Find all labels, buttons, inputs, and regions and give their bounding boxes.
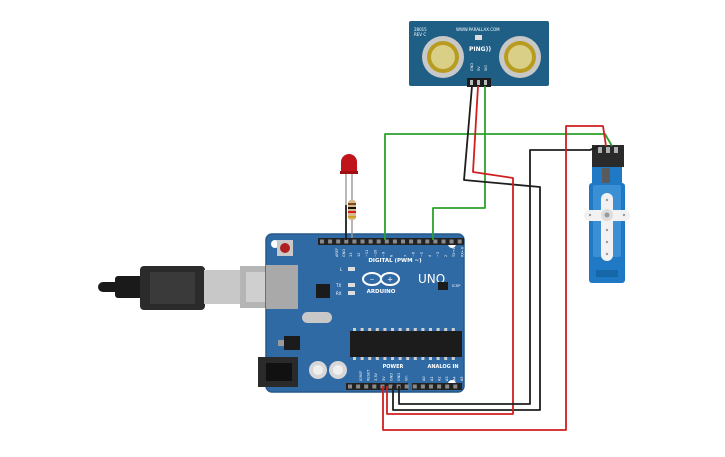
resistor <box>348 190 356 238</box>
header-pin[interactable] <box>417 239 422 244</box>
led-label-l: L <box>340 267 343 272</box>
header-pin[interactable] <box>360 239 365 244</box>
header-pin[interactable] <box>368 239 373 244</box>
header-pin[interactable] <box>336 239 341 244</box>
arduino-logo: − + <box>362 272 400 286</box>
digital-pin-label: ~5 <box>420 252 424 257</box>
sensor-pin-gnd: GND <box>470 63 474 71</box>
digital-pin-label: ~9 <box>381 252 385 257</box>
header-pin[interactable] <box>404 384 409 389</box>
header-pin[interactable] <box>433 239 438 244</box>
sensor-rev: REV C <box>414 32 426 37</box>
header-pin[interactable] <box>376 239 381 244</box>
power-header <box>346 383 462 390</box>
header-pin[interactable] <box>328 239 333 244</box>
ping-ultrasonic-sensor: 28015 REV C WWW.PARALLAX.COM PING)) GND … <box>409 21 549 87</box>
header-pin[interactable] <box>320 239 324 244</box>
digital-label: DIGITAL (PWM ~) <box>368 258 422 264</box>
sensor-name: PING)) <box>469 46 491 53</box>
power-pin-label: GND <box>397 373 401 381</box>
digital-pin-label: 4 <box>428 254 432 257</box>
sensor-right-transducer <box>499 36 541 78</box>
header-pin[interactable] <box>425 239 430 244</box>
digital-header <box>318 238 464 245</box>
digital-pin-labels: 13 12 ~11 ~10 ~9 8 7 ~6 ~5 4 ~3 2 TX→1 RX←0 <box>349 247 464 258</box>
sensor-left-transducer <box>422 36 464 78</box>
led-label-rx: RX <box>336 291 342 296</box>
wire-sensor-gnd <box>392 85 541 411</box>
wires <box>345 85 613 431</box>
digital-pin-label: ~3 <box>436 252 440 257</box>
header-pin[interactable] <box>401 239 405 244</box>
arduino-logo-text: ARDUINO <box>367 289 396 295</box>
svg-text:+: + <box>387 276 393 284</box>
power-pin-label: GND <box>389 373 393 381</box>
power-pin-label: A3 <box>445 376 449 381</box>
header-pin[interactable] <box>453 384 458 389</box>
wire-sensor-5v <box>386 85 514 415</box>
header-pin[interactable] <box>420 384 425 389</box>
header-pin[interactable] <box>429 384 433 389</box>
wire-sensor-signal <box>432 86 486 240</box>
digital-pin-label: 8 <box>390 255 394 257</box>
power-pin-label: IOREF <box>359 371 363 381</box>
power-pin-label: 3.3V <box>374 372 378 381</box>
digital-pin-label: TX→1 <box>452 247 456 258</box>
header-pin[interactable] <box>437 384 442 389</box>
header-pin[interactable] <box>388 384 393 389</box>
power-pin-label: A2 <box>437 376 441 381</box>
status-leds: L TX RX <box>335 267 355 296</box>
digital-pin-label: 2 <box>444 255 448 257</box>
svg-text:−: − <box>369 276 374 283</box>
header-pin[interactable] <box>412 384 417 389</box>
wire-servo-5v <box>382 125 607 431</box>
sensor-model: 28015 <box>414 27 427 32</box>
servo-motor <box>584 145 630 283</box>
wire-servo-signal <box>384 133 613 240</box>
sensor-pin-sig: SIG <box>484 65 488 71</box>
header-pin[interactable] <box>449 239 454 244</box>
header-pin[interactable] <box>457 239 462 244</box>
header-pin[interactable] <box>364 384 369 389</box>
header-pin[interactable] <box>441 239 446 244</box>
power-pin-label: A1 <box>430 376 434 381</box>
power-pin-label: A5 <box>460 376 464 381</box>
reset-button[interactable] <box>277 240 293 256</box>
digital-pin-label: 12 <box>357 253 361 257</box>
header-pin[interactable] <box>384 239 389 244</box>
led-label-tx: TX <box>335 283 341 288</box>
power-pin-label: A0 <box>422 376 426 381</box>
power-pin-label: A4 <box>453 376 457 381</box>
header-pin[interactable] <box>352 239 357 244</box>
header-pin[interactable] <box>409 239 414 244</box>
sensor-brand: WWW.PARALLAX.COM <box>456 27 500 32</box>
header-pin[interactable] <box>392 239 397 244</box>
analog-label: ANALOG IN <box>427 364 458 370</box>
power-pin-label: Vin <box>405 375 409 381</box>
header-pin[interactable] <box>348 384 352 389</box>
wire-servo-gnd <box>398 145 600 405</box>
power-pin-label: 5V <box>382 376 386 381</box>
header-pin[interactable] <box>356 384 361 389</box>
red-led <box>340 154 358 205</box>
aref-label: AREF <box>335 248 339 257</box>
power-label: POWER <box>383 364 404 370</box>
header-pin[interactable] <box>344 239 349 244</box>
icsp-label: ICSP <box>452 283 461 288</box>
sensor-pin-5v: 5V <box>477 66 481 71</box>
digital-pin-label: ~10 <box>373 250 377 257</box>
header-pin[interactable] <box>372 384 377 389</box>
digital-pin-label: ~11 <box>365 250 369 257</box>
power-pin-label: RESET <box>367 369 371 381</box>
gnd-label: GND <box>342 249 346 257</box>
digital-pin-label: RX←0 <box>460 247 464 257</box>
digital-pin-label: 13 <box>349 253 353 257</box>
digital-pin-label: ~6 <box>412 252 416 257</box>
header-pin[interactable] <box>445 384 450 389</box>
digital-pin-label: 7 <box>404 255 408 257</box>
